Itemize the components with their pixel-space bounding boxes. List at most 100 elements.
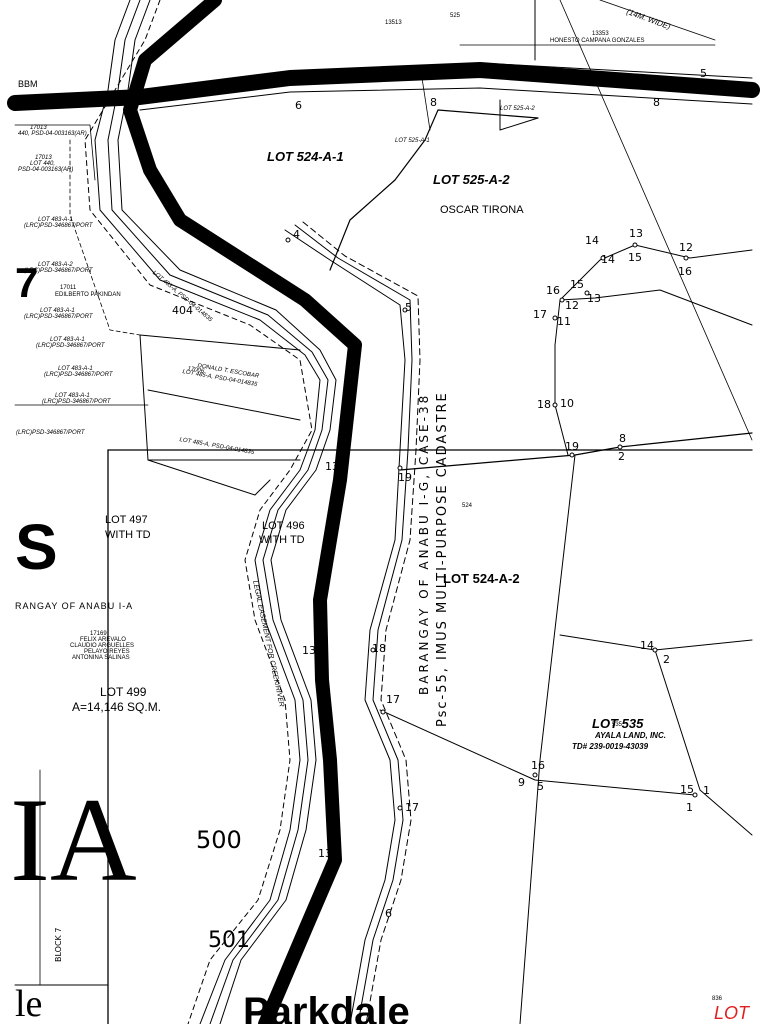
point-number: 8 — [619, 432, 626, 445]
point-number: 14 — [585, 234, 599, 247]
point-number: 16 — [678, 265, 692, 278]
lot-number-label: 525 — [450, 13, 461, 19]
point-number: 5 — [537, 780, 544, 793]
lot-label-small: 440, PSD-04-003163(AR) — [18, 131, 87, 137]
lot-label-small: (LRC)PSD-346867/PORT — [16, 430, 85, 436]
point-number: 13 — [318, 847, 332, 860]
lot-label: LOT 524-A-1 — [267, 149, 344, 164]
highway-edge — [139, 62, 753, 96]
lot-label-small: 17013 — [35, 155, 52, 161]
lot-label: LOT 496 — [262, 520, 305, 532]
lot-line — [139, 334, 271, 496]
lot-label-small: LOT 483-A-1 — [38, 217, 73, 223]
point-number: 2 — [618, 450, 625, 463]
point-number: 15 — [628, 251, 642, 264]
tax-dec-label: TD# 239-0019-43039 — [572, 742, 649, 751]
red-lot-label: LOT — [714, 1003, 750, 1023]
owner-label: PELAYO REYES — [84, 649, 130, 655]
lot-label: LOT 535 — [592, 716, 644, 731]
overlay-letter: le — [15, 983, 43, 1024]
lot-label-small: 17013 — [30, 125, 47, 131]
owner-label: AYALA LAND, INC. — [595, 731, 666, 740]
creek-dashed — [84, 0, 313, 1024]
point-number: 15 — [570, 278, 584, 291]
point-number: 14 — [601, 253, 615, 266]
lot-number-label: 13513 — [385, 20, 402, 26]
owner-label: ANTONINA SALINAS — [72, 655, 130, 661]
lot-label-small: PSD-04-003163(AR) — [18, 167, 74, 173]
lot-label-small: LOT 483-A-1 — [58, 366, 93, 372]
lot-line — [554, 299, 569, 456]
point-number: 19 — [398, 471, 412, 484]
lot-label-big: 500 — [196, 826, 242, 854]
point-number: 1 — [686, 801, 693, 814]
lot-number-label: 13353 — [592, 31, 609, 37]
overlay-letter: S — [15, 511, 58, 583]
lot-label-small: (LRC)PSD-346867/PORT — [42, 399, 111, 405]
lot-number-label: 524 — [462, 503, 473, 509]
owner-label: 17169 — [90, 631, 107, 637]
lot-area-label: A=14,146 SQ.M. — [72, 700, 162, 714]
creek-line — [117, 0, 337, 1024]
lot-label: WITH TD — [259, 534, 305, 546]
lot-line — [379, 709, 696, 796]
overlay-letter: IA — [10, 773, 137, 906]
lot-number-label: 17011 — [60, 285, 77, 291]
point-number: 2 — [663, 653, 670, 666]
point-number: 17 — [386, 693, 400, 706]
lot-label-small: LOT 483-A-1 — [50, 337, 85, 343]
owner-label: OSCAR TIRONA — [440, 204, 524, 216]
point-number: 18 — [372, 642, 386, 655]
point-number: 16 — [531, 759, 545, 772]
road-line — [284, 229, 406, 1024]
lot-label-small: (LRC)PSD-346867/PORT — [44, 372, 113, 378]
point-number: 10 — [560, 397, 574, 410]
lot-label: LOT 525-A-2 — [433, 172, 510, 187]
owner-label: HONESTO CAMPANA GONZALES — [550, 38, 645, 44]
point-number: 13 — [302, 644, 316, 657]
lot-line — [599, 0, 716, 41]
point-number: 11 — [557, 315, 571, 328]
lot-line — [419, 64, 431, 131]
lot-line — [559, 289, 753, 326]
point-number: 13 — [629, 227, 643, 240]
parkdale-label: Parkdale — [243, 990, 410, 1024]
lot-label-small: LOT 440, — [30, 161, 56, 167]
barangay-label: RANGAY OF ANABU I-A — [15, 601, 134, 611]
lot-label-small: (LRC)PSD-346867/PORT — [36, 343, 105, 349]
owner-label: FELIX AREVALO — [80, 637, 126, 643]
lot-line — [329, 109, 539, 271]
lot-label: LOT 497 — [105, 514, 148, 526]
lot-number-label: 836 — [712, 996, 723, 1002]
point-number: 14 — [640, 639, 654, 652]
point-number: 8 — [430, 96, 437, 109]
point-number: 12 — [565, 299, 579, 312]
point-number: 5 — [700, 67, 707, 80]
road-dashed — [302, 221, 421, 1024]
cadastre-label: Psc-55, IMUS MULTI-PURPOSE CADASTRE — [435, 391, 450, 727]
point-number: 13 — [587, 292, 601, 305]
lot-label-small: LOT 483-A-2 — [38, 262, 73, 268]
lot-line — [559, 0, 753, 441]
point-number: 1 — [703, 784, 710, 797]
lot-label-small: (LRC)PSD-346867/PORT — [24, 223, 93, 229]
highway-line — [7, 62, 760, 111]
point-number: 17 — [405, 801, 419, 814]
point-number: 8 — [653, 96, 660, 109]
lot-number-label: 535 — [612, 722, 623, 728]
lot-label-small: LOT 525-A-2 — [500, 106, 535, 112]
point-number: 404 — [172, 304, 193, 317]
lot-line — [69, 139, 141, 336]
lot-label: LOT 499 — [100, 685, 147, 699]
point-number: 19 — [565, 440, 579, 453]
lot-label-small: LOT 483-A-1 — [40, 308, 75, 314]
boundary-thick — [123, 0, 362, 1024]
owner-label: EDILBERTO PAKINDAN — [55, 292, 121, 298]
point-number: 18 — [537, 398, 551, 411]
point-number: 16 — [546, 284, 560, 297]
lot-line — [499, 0, 539, 131]
point-number: 15 — [680, 783, 694, 796]
lot-line — [399, 432, 753, 471]
